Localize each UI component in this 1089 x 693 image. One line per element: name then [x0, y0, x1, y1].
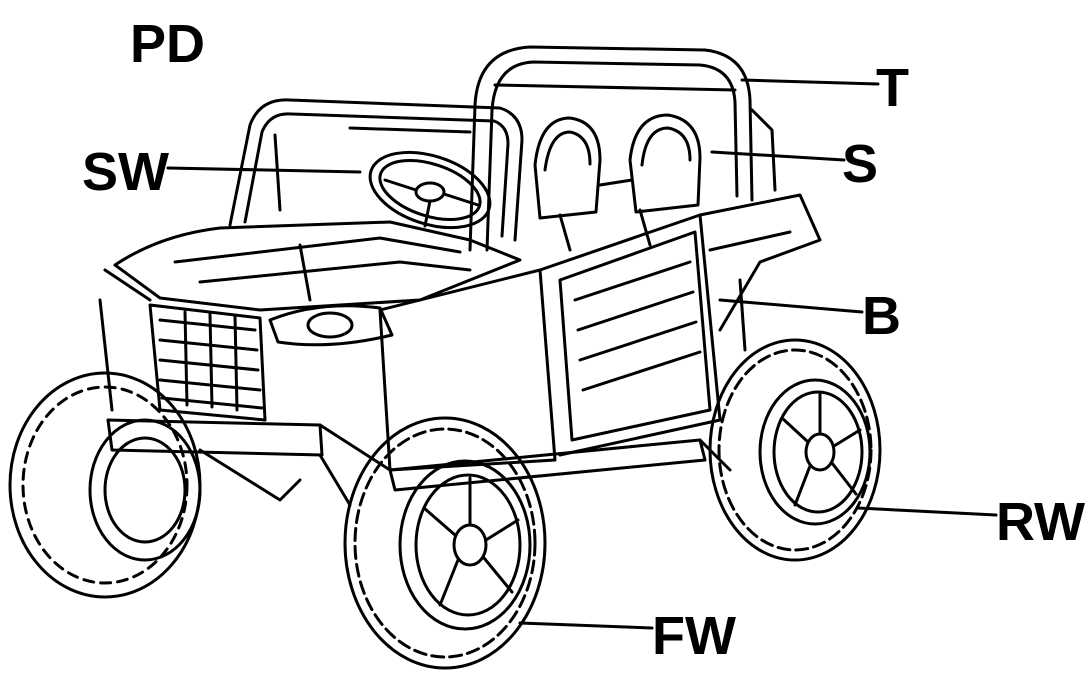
- seats: [533, 113, 702, 252]
- label-pd: PD: [130, 14, 205, 74]
- body-frame: [98, 193, 822, 492]
- label-t: T: [876, 58, 909, 118]
- leader-line-sw: [166, 166, 362, 174]
- leader-line-t: [740, 78, 880, 86]
- label-b: B: [862, 286, 901, 346]
- front-wheel: [343, 416, 547, 670]
- leader-lines: [166, 78, 998, 630]
- leader-line-s: [710, 150, 846, 162]
- leader-line-b: [718, 298, 864, 314]
- steering-wheel: [368, 150, 492, 230]
- rear-roll-bar: [468, 45, 777, 252]
- label-sw: SW: [82, 142, 169, 202]
- front-roll-bar: [228, 98, 524, 242]
- leader-line-fw: [518, 621, 654, 630]
- label-s: S: [842, 134, 878, 194]
- label-rw: RW: [996, 492, 1085, 552]
- label-fw: FW: [652, 606, 736, 666]
- rear-wheel: [708, 338, 882, 562]
- suspension: [198, 438, 732, 507]
- front-left-wheel: [8, 371, 202, 599]
- leader-line-rw: [856, 506, 998, 517]
